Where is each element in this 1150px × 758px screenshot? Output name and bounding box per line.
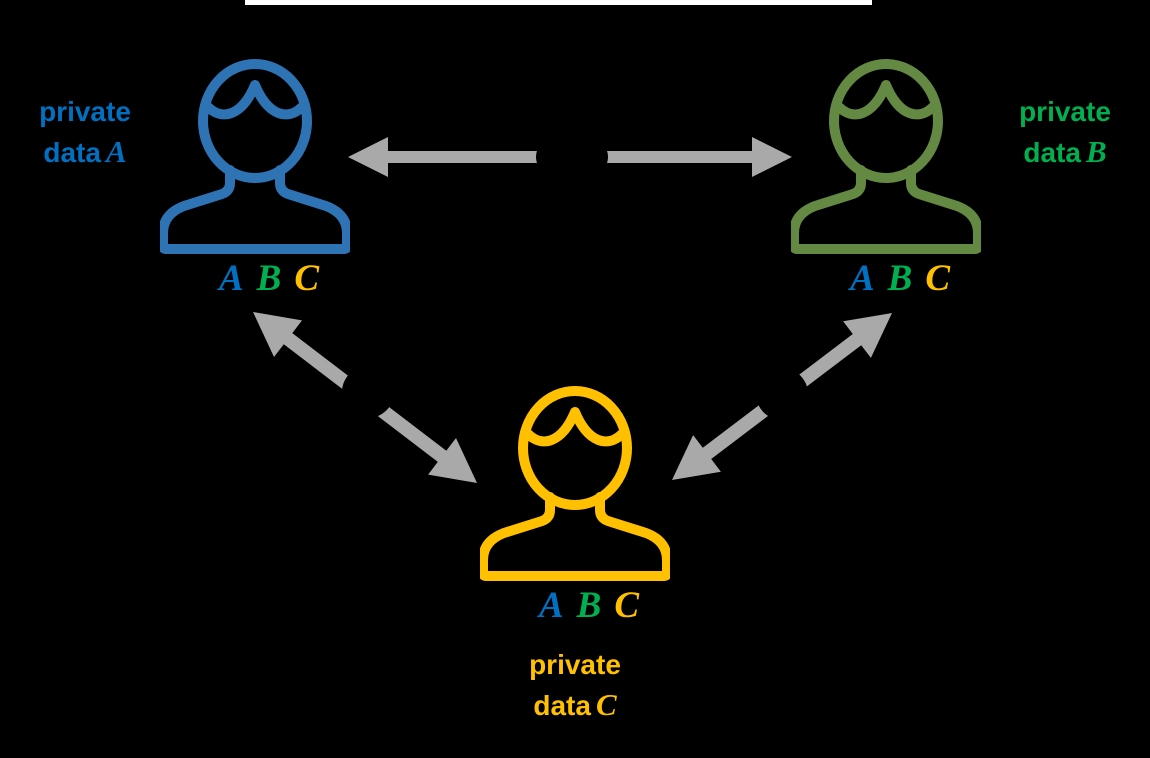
party-a: A B C — [160, 58, 350, 297]
shared-value-a: A — [538, 585, 564, 626]
party-b: A B C — [791, 58, 981, 297]
shared-value-c: C — [294, 258, 320, 299]
arrow-a-b-gap — [536, 131, 608, 183]
shared-value-b: B — [576, 585, 602, 626]
private-data-a-line1: private — [39, 96, 131, 127]
person-icon-a — [160, 58, 350, 254]
party-c: A B C — [480, 385, 670, 624]
shared-value-c: C — [614, 585, 640, 626]
arrow-a-c-gap — [342, 366, 394, 418]
shared-value-b: B — [256, 258, 282, 299]
shared-value-b: B — [887, 258, 913, 299]
private-data-c-line1: private — [529, 649, 621, 680]
person-icon-b — [791, 58, 981, 254]
shared-value-c: C — [925, 258, 951, 299]
data-letter-c: C — [595, 687, 617, 722]
shared-values-row-a: A B C — [174, 260, 364, 297]
cropped-title-box-edge — [245, 0, 872, 5]
arrow-b-c-gap — [756, 368, 808, 420]
data-letter-a: A — [105, 134, 127, 169]
shared-value-a: A — [218, 258, 244, 299]
shared-value-a: A — [849, 258, 875, 299]
shared-values-row-c: A B C — [494, 587, 684, 624]
shared-values-row-b: A B C — [805, 260, 995, 297]
data-letter-b: B — [1085, 134, 1107, 169]
person-icon-c — [480, 385, 670, 581]
private-data-b-line1: private — [1019, 96, 1111, 127]
